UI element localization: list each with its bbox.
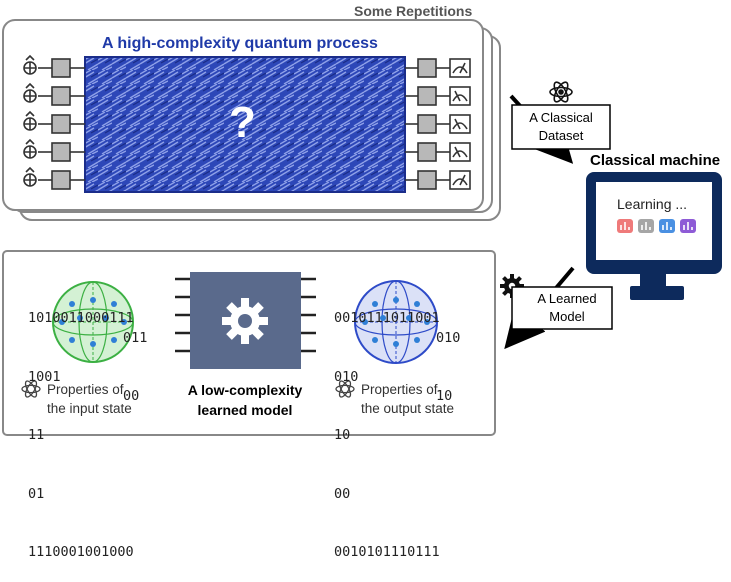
output-bits-row: 10 [334, 427, 351, 443]
learned-model-caption-line2: learned model [197, 402, 293, 418]
input-bits-right: 011 00 [123, 290, 147, 427]
output-qubit-5 [405, 170, 471, 190]
learned-model-tag-line2: Model [549, 309, 585, 324]
input-qubits [23, 54, 85, 190]
output-bits-row: 0010111011001 [334, 310, 440, 326]
learned-model-tag-line1: A Learned [537, 291, 597, 306]
input-bits-row: 11 [28, 427, 45, 443]
input-properties-label: Properties of the input state [47, 380, 132, 418]
input-bits-right-row: 011 [123, 329, 148, 346]
learned-model-caption-line1: A low-complexity [187, 382, 303, 398]
input-qubit-1 [23, 54, 85, 78]
mystery-symbol: ? [229, 98, 256, 147]
output-properties-label: Properties of the output state [361, 380, 454, 418]
output-bits-right: 010 10 [436, 290, 460, 427]
input-qubit-5 [23, 166, 85, 190]
output-bits-right-row: 010 [436, 329, 461, 346]
input-qubit-4 [23, 138, 85, 162]
bar-chart-icons [617, 219, 696, 233]
output-qubit-4 [405, 142, 471, 162]
input-properties-line1: Properties of [47, 382, 124, 397]
classical-machine-monitor [586, 172, 722, 300]
input-bits-row: 1001 [28, 368, 61, 385]
output-state-sphere [354, 280, 438, 364]
output-properties-line1: Properties of [361, 382, 438, 397]
input-bits-row: 01 [28, 485, 45, 502]
input-bits-row: 1110001001000 [28, 544, 134, 560]
learned-model-caption: A low-complexity learned model [170, 380, 320, 420]
output-properties-line2: the output state [361, 401, 455, 416]
output-qubit-1 [405, 58, 471, 78]
output-measurements [405, 58, 471, 190]
dataset-label-line2: Dataset [538, 128, 584, 143]
output-qubit-3 [405, 114, 471, 134]
chip-gear-icon [222, 298, 268, 344]
classical-machine-title: Classical machine [590, 152, 721, 169]
learned-model-tag [511, 286, 613, 330]
learning-status: Learning ... [617, 196, 688, 212]
output-qubit-2 [405, 86, 471, 106]
output-bits-right-row: 10 [436, 388, 453, 404]
input-bits: 1010011000111 1001 11 01 1110001001000 [28, 270, 134, 582]
dataset-label: A Classical Dataset [512, 109, 610, 145]
quantum-process-title: A high-complexity quantum process [102, 35, 378, 52]
input-properties-atom-icon [21, 380, 41, 398]
learned-model-tag-label: A Learned Model [512, 290, 622, 326]
input-state-sphere [52, 281, 134, 363]
atom-icon [549, 81, 573, 103]
input-qubit-3 [23, 110, 85, 134]
input-bits-row: 1010011000111 [28, 310, 134, 326]
input-bits-right-row: 00 [123, 388, 140, 404]
output-bits-row: 00 [334, 485, 351, 502]
input-properties-line2: the input state [47, 401, 132, 416]
output-bits-row: 010 [334, 368, 359, 385]
diagram-canvas [2, 19, 722, 436]
repetitions-label: Some Repetitions [354, 3, 473, 19]
dataset-label-line1: A Classical [529, 110, 593, 125]
output-bits: 0010111011001 010 10 00 0010101110111 [334, 270, 440, 582]
output-properties-atom-icon [335, 380, 355, 398]
output-bits-row: 0010101110111 [334, 544, 440, 560]
input-qubit-2 [23, 82, 85, 106]
dataset-tag [511, 104, 611, 150]
